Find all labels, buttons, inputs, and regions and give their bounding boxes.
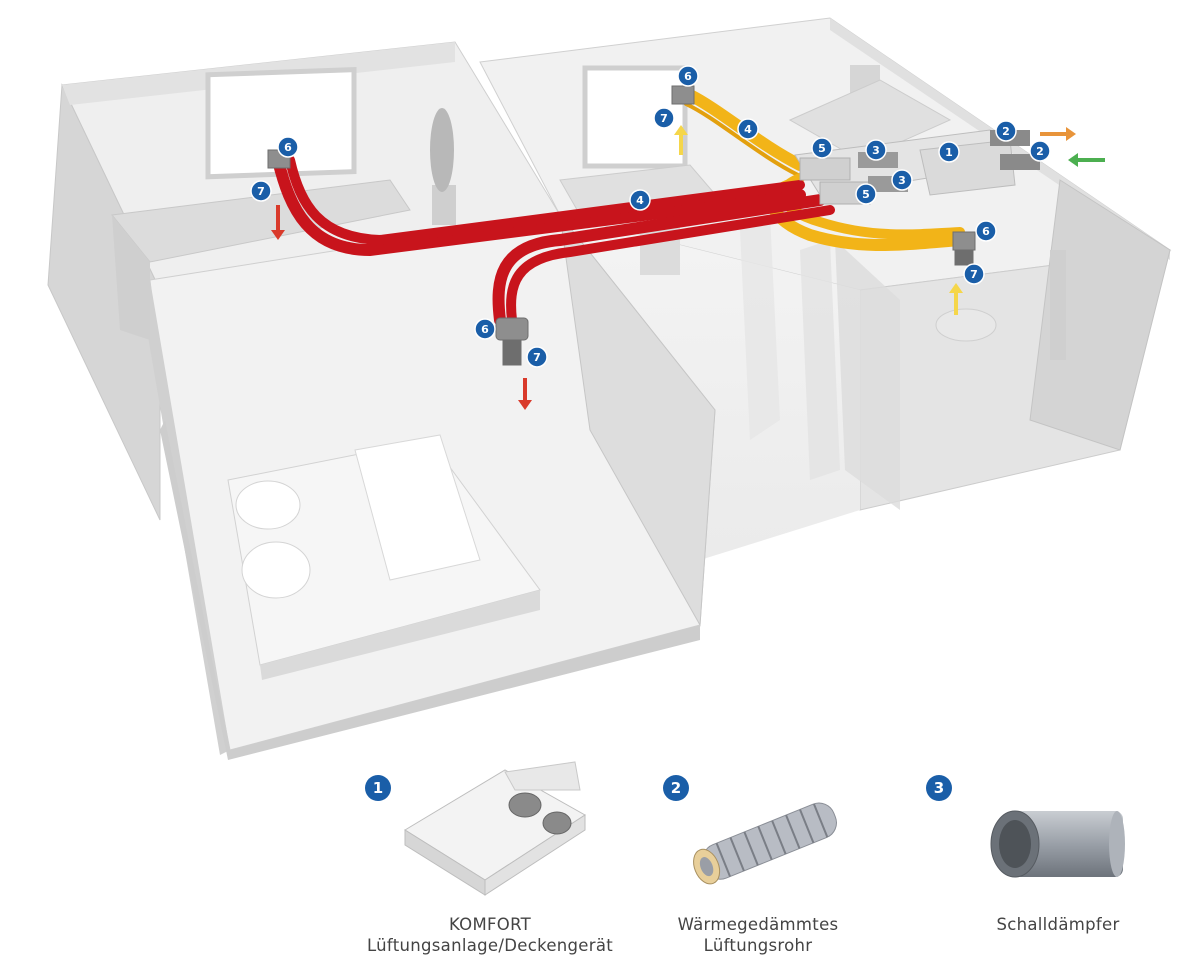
- marker-label: 7: [533, 351, 541, 364]
- marker-label: 4: [744, 123, 752, 136]
- furniture: [111, 65, 1066, 680]
- marker-6: 6: [677, 65, 699, 87]
- marker-label: 3: [872, 144, 880, 157]
- marker-1: 1: [938, 141, 960, 163]
- marker-label: 3: [898, 174, 906, 187]
- component-markers: 1 2 2 3 3 4 4 5 5 6 6 6 6 7 7 7 7: [250, 65, 1051, 368]
- supply-ducts: [272, 154, 835, 326]
- marker-4: 4: [629, 189, 651, 211]
- supply-arrow-icon: [518, 378, 532, 410]
- marker-label: 6: [982, 225, 990, 238]
- marker-7: 7: [250, 180, 272, 202]
- ceiling-ventilation-unit-icon: [404, 761, 586, 896]
- marker-label: 6: [481, 323, 489, 336]
- exhaust-arrow-icon: [1040, 127, 1076, 141]
- marker-6: 6: [277, 136, 299, 158]
- legend-badge-3: 3: [926, 775, 952, 801]
- marker-5: 5: [855, 183, 877, 205]
- marker-5: 5: [811, 137, 833, 159]
- marker-label: 4: [636, 194, 644, 207]
- extract-arrow-icon: [674, 125, 688, 155]
- legend-caption-2-line1: Wärmegedämmtes: [677, 915, 839, 934]
- marker-4: 4: [737, 118, 759, 140]
- marker-3: 3: [891, 169, 913, 191]
- legend-caption-1-line2: Lüftungsanlage/Deckengerät: [366, 936, 614, 955]
- marker-label: 1: [945, 146, 953, 159]
- legend-badge-2: 2: [663, 775, 689, 801]
- marker-label: 7: [660, 112, 668, 125]
- marker-label: 2: [1002, 125, 1010, 138]
- marker-7: 7: [963, 263, 985, 285]
- legend-caption-2: Wärmegedämmtes Lüftungsrohr: [628, 914, 888, 956]
- marker-7: 7: [526, 346, 548, 368]
- legend-caption-3-line1: Schalldämpfer: [996, 915, 1120, 934]
- marker-2: 2: [995, 120, 1017, 142]
- marker-label: 6: [684, 70, 692, 83]
- marker-label: 5: [818, 142, 826, 155]
- legend-caption-1: KOMFORT Lüftungsanlage/Deckengerät: [360, 914, 620, 956]
- extract-arrow-icon: [949, 283, 963, 315]
- marker-7: 7: [653, 107, 675, 129]
- marker-label: 7: [970, 268, 978, 281]
- marker-3: 3: [865, 139, 887, 161]
- legend-badge-1: 1: [365, 775, 391, 801]
- legend-caption-2-line2: Lüftungsrohr: [703, 936, 813, 955]
- silencer-cylinder-icon: [990, 810, 1125, 878]
- apartment-ventilation-illustration: 1 2 2 3 3 4 4 5 5 6 6 6 6 7 7 7 7: [47, 17, 1172, 760]
- legend-caption-1-line1: KOMFORT: [448, 915, 532, 934]
- supply-arrow-icon: [271, 205, 285, 240]
- marker-label: 5: [862, 188, 870, 201]
- marker-2: 2: [1029, 140, 1051, 162]
- airflow-arrows: [271, 125, 1105, 410]
- marker-6: 6: [975, 220, 997, 242]
- marker-label: 7: [257, 185, 265, 198]
- marker-label: 2: [1036, 145, 1044, 158]
- insulated-flexible-duct-icon: [693, 802, 837, 885]
- marker-label: 6: [284, 141, 292, 154]
- fresh-air-arrow-icon: [1068, 153, 1105, 167]
- marker-6: 6: [474, 318, 496, 340]
- legend-caption-3: Schalldämpfer: [928, 914, 1188, 935]
